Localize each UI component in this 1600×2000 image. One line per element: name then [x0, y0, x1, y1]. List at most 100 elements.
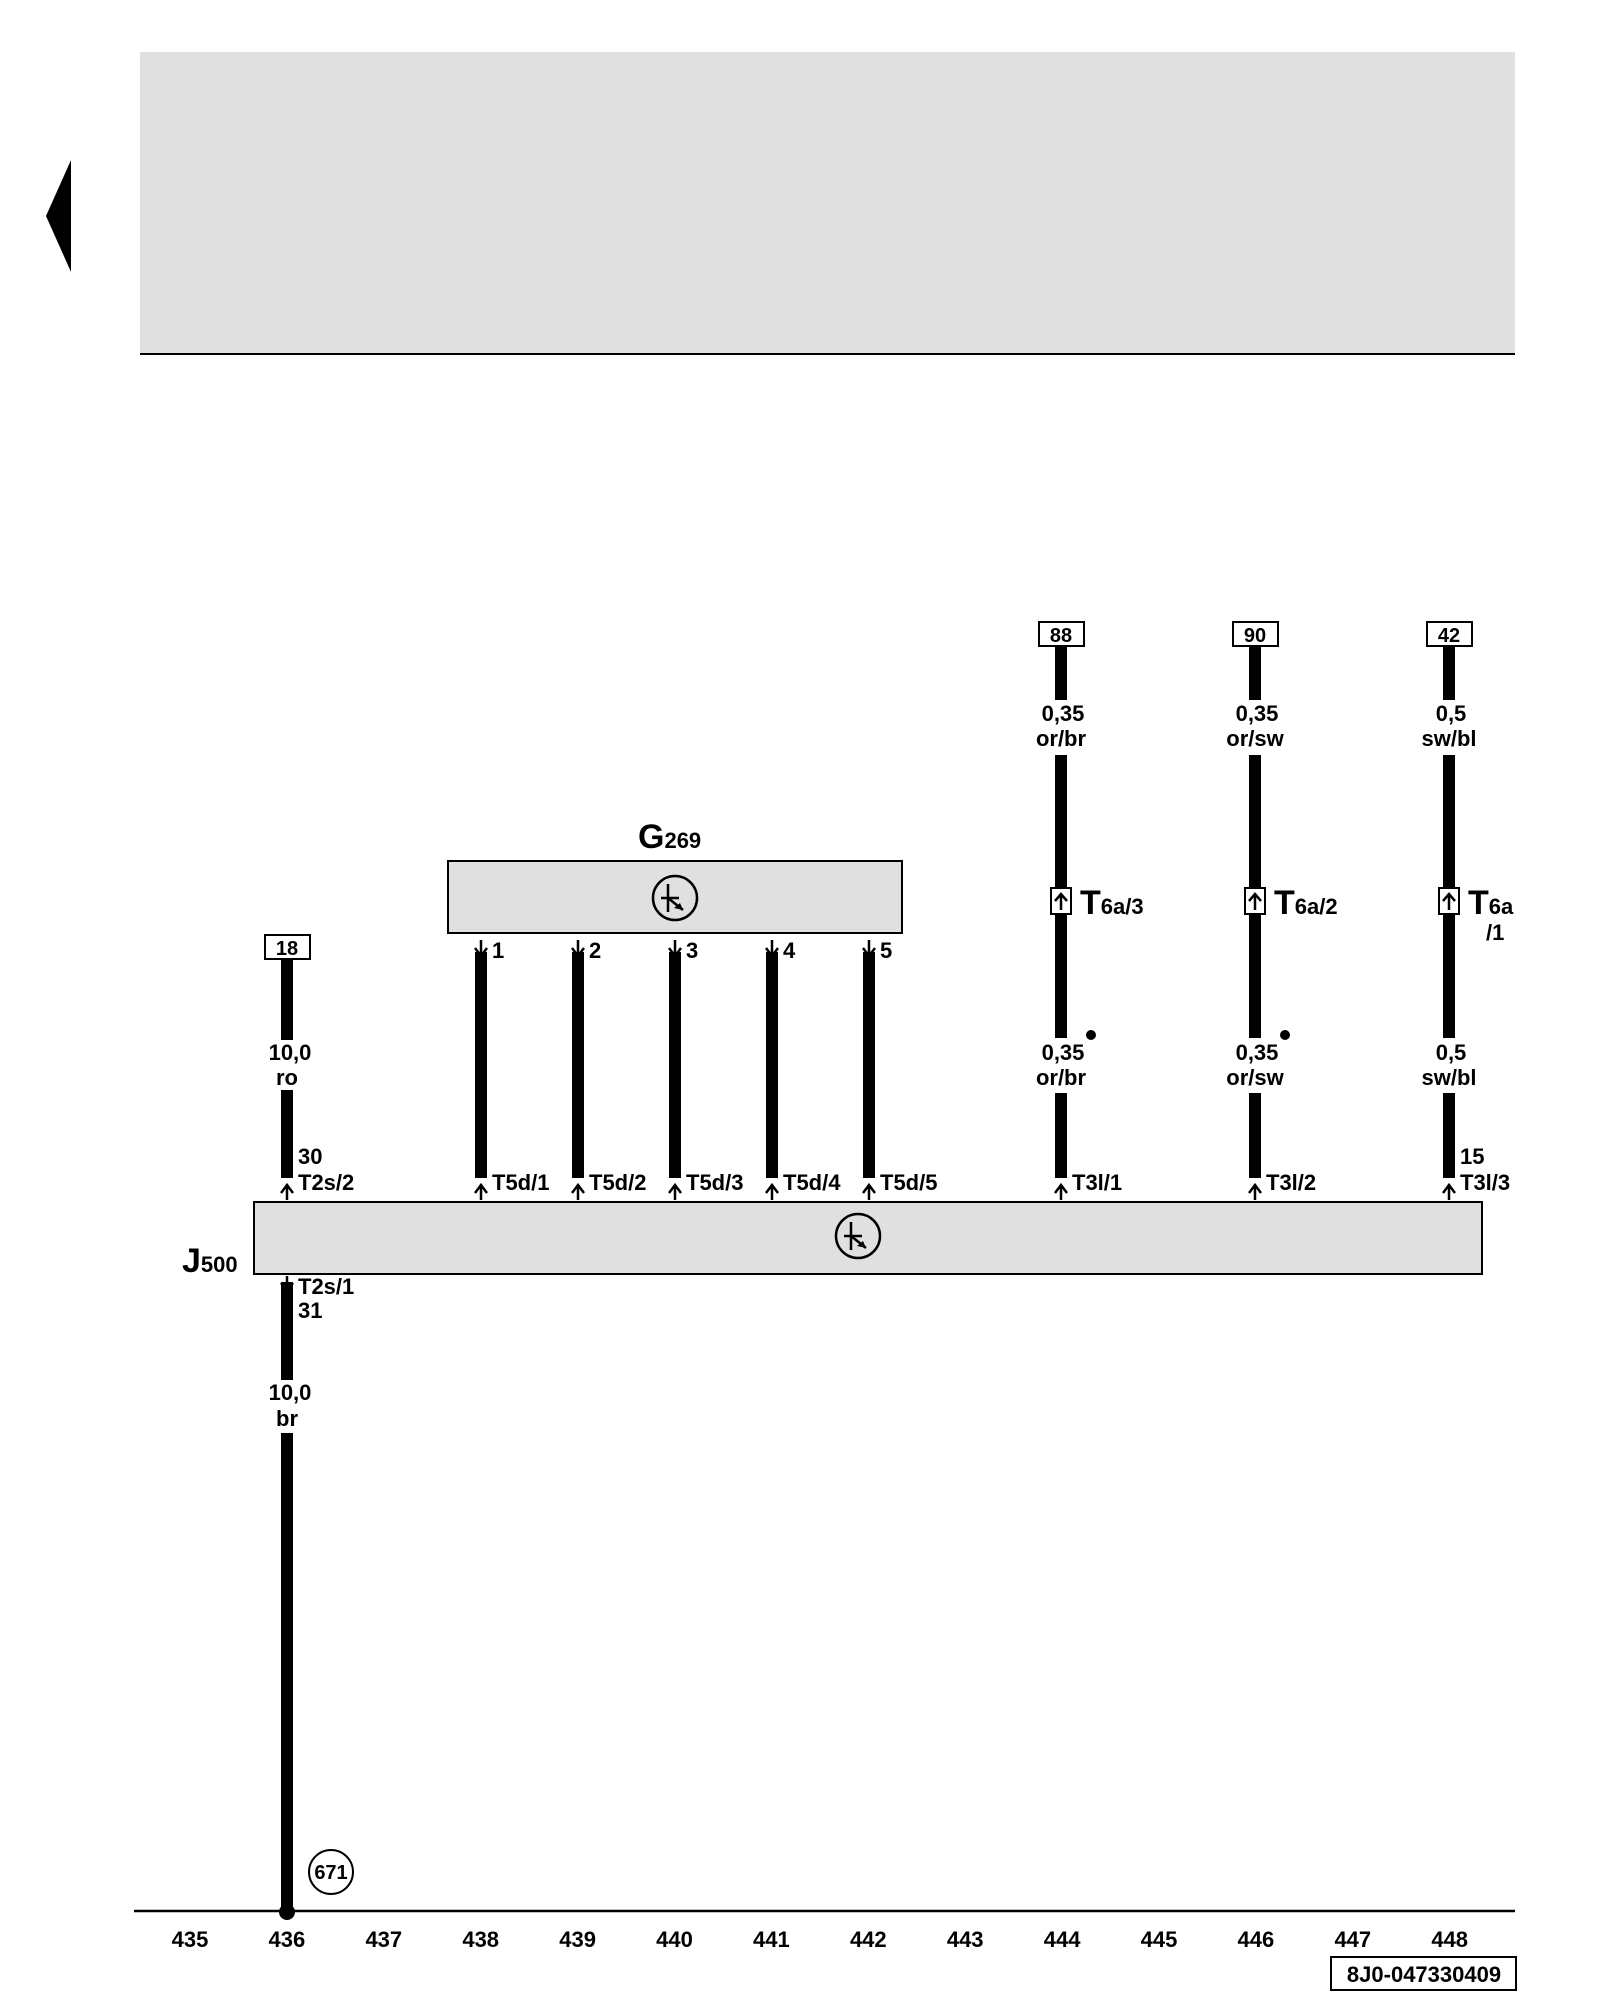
- t3l3-terminal: 15: [1460, 1144, 1484, 1169]
- twisted-pair-dot-90: [1280, 1030, 1290, 1040]
- j500-suffix: 500: [201, 1252, 238, 1277]
- t5d4-label: T5d/4: [783, 1170, 841, 1195]
- track-number: 445: [1141, 1927, 1178, 1952]
- t6a2-main: T: [1274, 884, 1295, 922]
- ground-point-label: 671: [314, 1862, 347, 1884]
- j500-body[interactable]: [253, 1201, 1483, 1275]
- j500-letter: J: [182, 1242, 201, 1280]
- connector-t6a1: T6a /1: [1438, 884, 1514, 945]
- t6a1-sub2: /1: [1486, 920, 1504, 945]
- track-number: 437: [365, 1927, 402, 1952]
- track-number: 435: [172, 1927, 209, 1952]
- g269-suffix: 269: [664, 828, 701, 853]
- t2s1-label: T2s/1: [298, 1274, 354, 1299]
- wires: [279, 647, 1455, 1920]
- track-number: 448: [1431, 1927, 1468, 1952]
- t6a1-main: T: [1468, 884, 1489, 922]
- t2s1-arrow: [280, 1276, 294, 1294]
- g269-pins: 1 2 3 4 5: [474, 938, 892, 963]
- ground-point-671: 671: [308, 1849, 354, 1895]
- t6a2-sub: 6a/2: [1295, 894, 1338, 919]
- wire-42b-color: sw/bl: [1421, 1065, 1476, 1090]
- t2s2-terminal: 30: [298, 1144, 322, 1169]
- connector-t6a3: T6a/3: [1050, 884, 1144, 922]
- g269-pin-1: 1: [492, 938, 504, 963]
- g269-pin-3: 3: [686, 938, 698, 963]
- track-number: 442: [850, 1927, 887, 1952]
- wire-42b-size: 0,5: [1436, 1040, 1467, 1065]
- wire-90b-size: 0,35: [1236, 1040, 1279, 1065]
- track-number: 446: [1238, 1927, 1275, 1952]
- g269-pin-2: 2: [589, 938, 601, 963]
- wire-88b-size: 0,35: [1042, 1040, 1085, 1065]
- t6a3-sub: 6a/3: [1101, 894, 1144, 919]
- wire-88a-size: 0,35: [1042, 701, 1085, 726]
- ref-88-label: 88: [1050, 625, 1072, 647]
- g269-pin-5: 5: [880, 938, 892, 963]
- track-number: 441: [753, 1927, 790, 1952]
- t3l2-label: T3l/2: [1266, 1170, 1316, 1195]
- t6a2-label: T6a/2: [1274, 884, 1338, 922]
- t5d1-label: T5d/1: [492, 1170, 549, 1195]
- twisted-pair-dot-88: [1086, 1030, 1096, 1040]
- electronic-symbol-icon: [834, 1212, 882, 1260]
- component-g269[interactable]: G269: [447, 818, 903, 934]
- j500-top-labels: 30 T2s/2 T5d/1 T5d/2 T5d/3 T5d/4 T5d/5 T…: [298, 1144, 1510, 1195]
- track-number: 443: [947, 1927, 984, 1952]
- t6a3-main: T: [1080, 884, 1101, 922]
- wire-18-size: 10,0: [269, 1040, 312, 1065]
- ref-42-label: 42: [1438, 625, 1460, 647]
- component-j500[interactable]: J500: [182, 1201, 1483, 1280]
- t2s2-label: T2s/2: [298, 1170, 354, 1195]
- t6a3-label: T6a/3: [1080, 884, 1144, 922]
- doc-code: 8J0-047330409: [1347, 1962, 1501, 1987]
- wire-18-color: ro: [276, 1065, 298, 1090]
- wire-42a-size: 0,5: [1436, 701, 1467, 726]
- ref-box-88: 88: [1038, 621, 1085, 647]
- t5d2-label: T5d/2: [589, 1170, 646, 1195]
- wire-31-color: br: [276, 1406, 298, 1431]
- g269-letter: G: [638, 818, 664, 856]
- ref-90-label: 90: [1244, 625, 1266, 647]
- g269-pin-4: 4: [783, 938, 796, 963]
- triangle-left-icon[interactable]: [46, 160, 71, 272]
- wire-90b-color: or/sw: [1226, 1065, 1284, 1090]
- t5d5-label: T5d/5: [880, 1170, 937, 1195]
- track-number: 447: [1334, 1927, 1371, 1952]
- wire-31-size: 10,0: [269, 1380, 312, 1405]
- ref-box-42: 42: [1426, 621, 1473, 647]
- track-numbers: 435 436 437 438 439 440 441 442 443 444 445 446 447 4…: [172, 1927, 1468, 1952]
- wire-88b-color: or/br: [1036, 1065, 1087, 1090]
- wire-90a-size: 0,35: [1236, 701, 1279, 726]
- electronic-symbol-icon: [651, 874, 699, 922]
- j500-top-arrows: [280, 1182, 1456, 1200]
- ref-18-label: 18: [276, 938, 298, 960]
- track-number: 436: [269, 1927, 306, 1952]
- t3l1-label: T3l/1: [1072, 1170, 1122, 1195]
- ref-box-90: 90: [1232, 621, 1279, 647]
- track-number: 438: [462, 1927, 499, 1952]
- pin-arrow-3: [668, 940, 682, 959]
- track-number: 440: [656, 1927, 693, 1952]
- t5d3-label: T5d/3: [686, 1170, 743, 1195]
- wire-90a-color: or/sw: [1226, 726, 1284, 751]
- pin-arrow-2: [571, 940, 585, 959]
- pin-arrow-5: [862, 940, 876, 959]
- track-number: 444: [1044, 1927, 1081, 1952]
- doc-code-box: 8J0-047330409: [1330, 1956, 1517, 1991]
- j500-bottom-connector: T2s/1 31: [280, 1274, 354, 1323]
- header-band: [140, 52, 1515, 354]
- wire-labels: 10,0 ro 0,35 or/br 0,35 or/br 0,35 or/sw…: [269, 701, 1477, 1431]
- pin-arrow-1: [474, 940, 488, 959]
- pin-arrow-4: [765, 940, 779, 959]
- ref-box-18: 18: [264, 934, 311, 960]
- track-number: 439: [559, 1927, 596, 1952]
- g269-label: G269: [638, 818, 701, 856]
- t2s1-terminal: 31: [298, 1298, 322, 1323]
- wire-42a-color: sw/bl: [1421, 726, 1476, 751]
- j500-label: J500: [182, 1242, 238, 1280]
- t6a1-sub: 6a: [1489, 894, 1514, 919]
- wire-88a-color: or/br: [1036, 726, 1087, 751]
- t6a1-label: T6a: [1468, 884, 1514, 922]
